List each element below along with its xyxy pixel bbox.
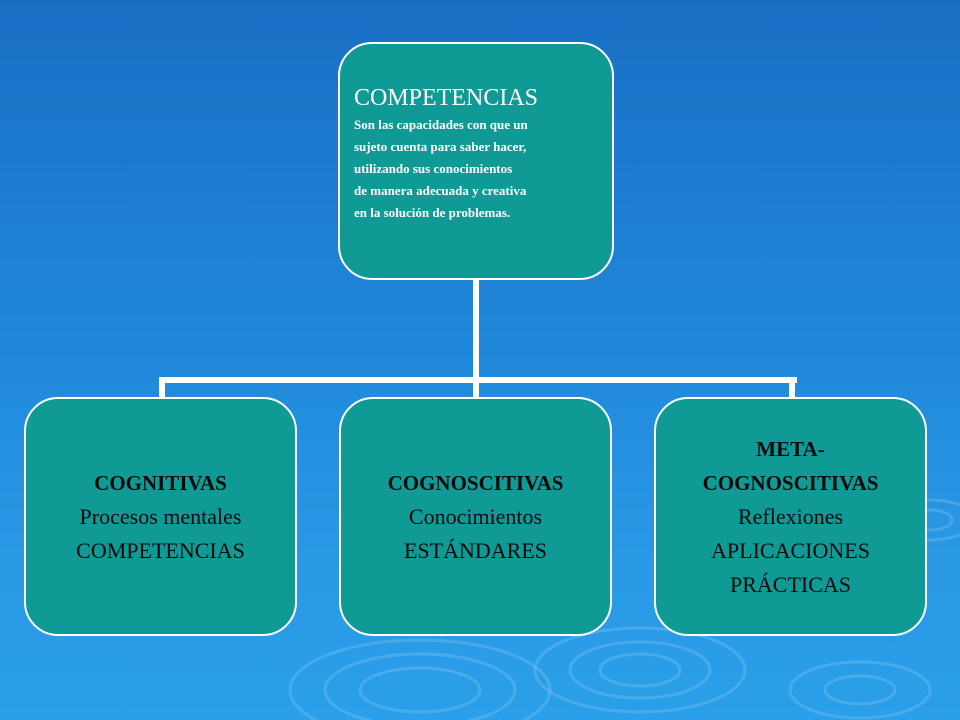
node-metacognoscitivas-line3: PRÁCTICAS <box>729 571 852 597</box>
node-cognoscitivas-line2: ESTÁNDARES <box>403 537 547 563</box>
node-cognoscitivas-line1: Conocimientos <box>408 503 543 529</box>
connector-to-metacognoscitivas <box>789 377 795 399</box>
node-metacognoscitivas-title-line2: COGNOSCITIVAS <box>702 470 879 495</box>
node-cognitivas-line2: COMPETENCIAS <box>76 537 245 563</box>
node-competencias: COMPETENCIAS Son las capacidades con que… <box>338 42 614 280</box>
node-cognitivas-title: COGNITIVAS <box>94 470 227 495</box>
node-cognitivas: COGNITIVAS Procesos mentales COMPETENCIA… <box>24 397 297 636</box>
connector-to-cognitivas <box>159 377 165 399</box>
node-cognoscitivas-title: COGNOSCITIVAS <box>387 470 564 495</box>
node-metacognoscitivas: META- COGNOSCITIVAS Reflexiones APLICACI… <box>654 397 927 636</box>
node-competencias-description: Son las capacidades con que un sujeto cu… <box>354 117 528 220</box>
node-competencias-title: COMPETENCIAS <box>354 85 539 111</box>
node-cognoscitivas: COGNOSCITIVAS Conocimientos ESTÁNDARES <box>339 397 612 636</box>
node-cognitivas-line1: Procesos mentales <box>79 503 242 529</box>
node-metacognoscitivas-line2: APLICACIONES <box>711 537 870 563</box>
node-metacognoscitivas-line1: Reflexiones <box>737 503 844 529</box>
connector-to-cognoscitivas <box>473 377 479 399</box>
node-metacognoscitivas-title-line1: META- <box>756 436 825 461</box>
connector-trunk <box>473 280 479 380</box>
